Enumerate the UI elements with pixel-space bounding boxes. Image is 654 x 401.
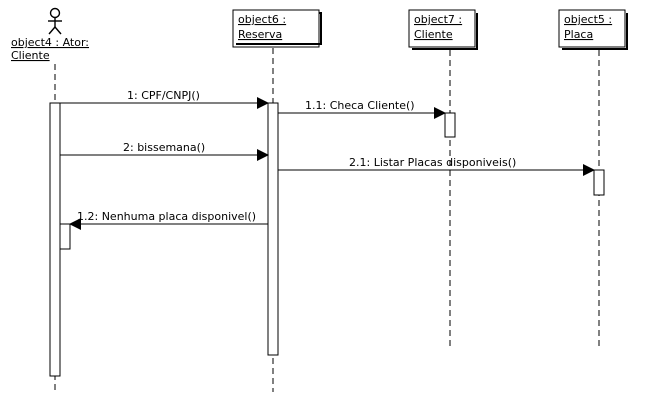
activation-actor-nested	[59, 223, 71, 250]
object-placa-line2: Placa	[564, 28, 593, 41]
message-2[interactable]: 2: bissemana()	[60, 141, 269, 161]
message-1-label: 1: CPF/CNPJ()	[127, 89, 200, 102]
message-2-1[interactable]: 2.1: Listar Placas disponiveis()	[278, 156, 595, 176]
actor-head-icon	[49, 7, 61, 19]
object-box-reserva[interactable]: object6 : Reserva	[232, 9, 322, 48]
activation-reserva	[267, 102, 279, 356]
message-1-2-label: 1.2: Nenhuma placa disponivel()	[77, 210, 256, 223]
actor-name-line1: object4 : Ator:	[11, 36, 89, 49]
activation-placa	[593, 169, 605, 196]
message-2-1-label: 2.1: Listar Placas disponiveis()	[349, 156, 516, 169]
object-box-placa[interactable]: object5 : Placa	[558, 9, 628, 50]
object-box-cliente[interactable]: object7 : Cliente	[408, 9, 478, 50]
message-1-1-label: 1.1: Checa Cliente()	[305, 99, 415, 112]
activation-actor-main	[49, 102, 61, 377]
object-reserva-line2: Reserva	[238, 28, 282, 41]
activation-cliente	[444, 112, 456, 138]
object-reserva-line1: object6 :	[238, 13, 286, 26]
message-1-2[interactable]: 1.2: Nenhuma placa disponivel()	[69, 210, 268, 230]
object-cliente-line1: object7 :	[414, 13, 462, 26]
message-1[interactable]: 1: CPF/CNPJ()	[60, 89, 269, 109]
message-2-label: 2: bissemana()	[123, 141, 205, 154]
object-cliente-line2: Cliente	[414, 28, 453, 41]
message-1-1[interactable]: 1.1: Checa Cliente()	[278, 99, 446, 119]
actor-figure[interactable]	[48, 7, 62, 35]
object-placa-line1: object5 :	[564, 13, 612, 26]
actor-name-line2: Cliente	[11, 49, 50, 62]
